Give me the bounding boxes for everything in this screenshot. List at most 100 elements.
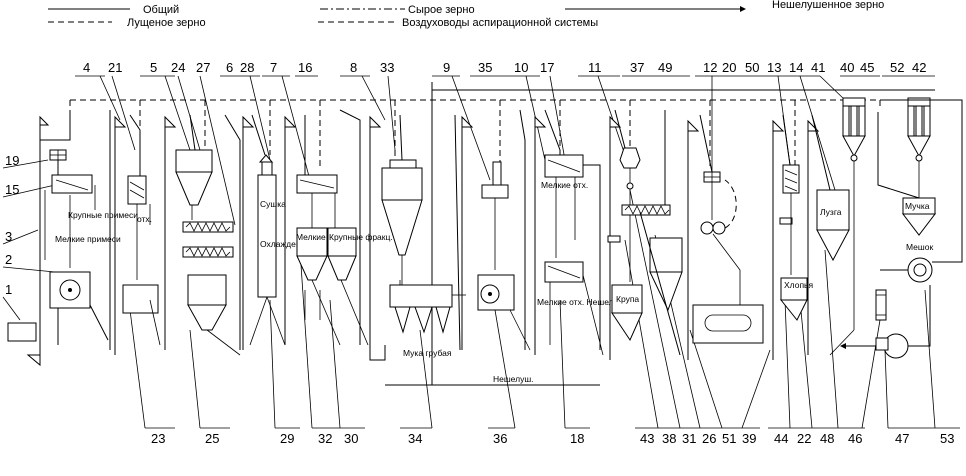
elevators xyxy=(26,115,820,367)
num-36: 36 xyxy=(493,431,507,446)
label-small-impurities: Мелкие примеси xyxy=(55,234,121,244)
legend-unhulled: Нешелушенное зерно xyxy=(772,0,884,11)
legend-arrow xyxy=(740,6,746,12)
num-52: 52 xyxy=(890,60,904,75)
num-35: 35 xyxy=(478,60,492,75)
num-21: 21 xyxy=(108,60,122,75)
label-small-waste: Мелкие отх. xyxy=(541,180,588,190)
legend-aspiration: Воздуховоды аспирационной системы xyxy=(402,17,598,29)
cyclone-37 xyxy=(619,147,641,169)
label-flour-coarse: Мука грубая xyxy=(403,348,452,358)
label-flakes: Хлопья xyxy=(784,280,813,290)
legend-raw-grain: Сырое зерно xyxy=(408,4,475,16)
huller-33 xyxy=(381,167,423,201)
num-1: 1 xyxy=(5,282,12,297)
num-41: 41 xyxy=(811,60,825,75)
num-46: 46 xyxy=(848,431,862,446)
bin-31 xyxy=(649,237,683,273)
top-number-labels: 4 21 5 24 27 6 28 7 16 8 33 9 35 10 17 1… xyxy=(75,60,935,226)
label-large-fraction: Крупные фракц. xyxy=(329,232,393,242)
num-22: 22 xyxy=(797,431,811,446)
label-cooling: Охлаждение xyxy=(260,239,310,249)
filter-47 xyxy=(875,289,887,321)
num-5: 5 xyxy=(150,60,157,75)
bottom-number-labels: 23 25 29 32 30 34 36 18 43 38 31 26 51 3… xyxy=(129,189,960,446)
num-44: 44 xyxy=(774,431,788,446)
num-25: 25 xyxy=(205,431,219,446)
num-6: 6 xyxy=(226,60,233,75)
num-23: 23 xyxy=(151,431,165,446)
num-43: 43 xyxy=(640,431,654,446)
label-small-waste-unhulled: Мелкие отх. Нешелуш. xyxy=(537,297,627,307)
num-27: 27 xyxy=(196,60,210,75)
num-34: 34 xyxy=(408,431,422,446)
num-50: 50 xyxy=(745,60,759,75)
label-groats: Крупа xyxy=(616,294,639,304)
num-49: 49 xyxy=(658,60,672,75)
label-otx-1: отх. xyxy=(137,214,152,224)
label-flour: Мучка xyxy=(905,201,930,211)
aspirator-34 xyxy=(389,284,453,308)
bin-groats xyxy=(611,284,643,314)
label-unhulled: Нешелуш. xyxy=(493,374,534,384)
num-45: 45 xyxy=(860,60,874,75)
num-39: 39 xyxy=(742,431,756,446)
num-37: 37 xyxy=(630,60,644,75)
screw-49 xyxy=(621,204,671,216)
flaker-51 xyxy=(692,304,764,344)
num-3: 3 xyxy=(5,229,12,244)
roller-left xyxy=(700,221,714,235)
num-17: 17 xyxy=(540,60,554,75)
num-15: 15 xyxy=(5,182,19,197)
sieve-35 xyxy=(481,184,509,199)
label-large-impurities: Крупные примеси xyxy=(68,210,138,220)
label-bag: Мешок xyxy=(906,242,933,252)
num-11: 11 xyxy=(588,60,602,75)
num-4: 4 xyxy=(83,60,90,75)
receiving-hopper xyxy=(7,322,37,342)
num-40: 40 xyxy=(840,60,854,75)
hopper-24 xyxy=(175,149,213,173)
num-13: 13 xyxy=(767,60,781,75)
bin-23 xyxy=(122,284,159,314)
label-husk: Лузга xyxy=(820,207,842,217)
flow-lines xyxy=(40,109,920,351)
num-32: 32 xyxy=(318,431,332,446)
num-18: 18 xyxy=(570,431,584,446)
num-14: 14 xyxy=(789,60,803,75)
aspiration-ducts xyxy=(69,82,935,386)
legend: Общий Сырое зерно Нешелушенное зерно Лущ… xyxy=(48,0,884,29)
num-30: 30 xyxy=(344,431,358,446)
cyclone-battery-40 xyxy=(842,135,866,158)
num-28: 28 xyxy=(240,60,254,75)
num-24: 24 xyxy=(171,60,185,75)
cyclone-battery-42 xyxy=(907,135,931,158)
num-42: 42 xyxy=(912,60,926,75)
num-7: 7 xyxy=(270,60,277,75)
left-number-labels: 19 15 3 2 1 xyxy=(2,153,56,321)
num-29: 29 xyxy=(280,431,294,446)
num-31: 31 xyxy=(682,431,696,446)
num-19: 19 xyxy=(5,153,19,168)
num-47: 47 xyxy=(895,431,909,446)
num-8: 8 xyxy=(350,60,357,75)
equipment: Крупные примеси Мелкие примеси отх. xyxy=(7,97,963,386)
label-drying: Сушка xyxy=(260,199,286,209)
legend-hulled: Лущеное зерно xyxy=(127,17,206,29)
num-33: 33 xyxy=(380,60,394,75)
num-53: 53 xyxy=(940,431,954,446)
num-16: 16 xyxy=(298,60,312,75)
dryer-column xyxy=(257,174,277,298)
roller-right xyxy=(712,221,726,235)
separator xyxy=(51,174,93,194)
num-20: 20 xyxy=(722,60,736,75)
num-12: 12 xyxy=(703,60,717,75)
num-2: 2 xyxy=(5,252,12,267)
num-26: 26 xyxy=(702,431,716,446)
num-10: 10 xyxy=(514,60,528,75)
num-48: 48 xyxy=(820,431,834,446)
legend-general: Общий xyxy=(143,4,179,16)
label-small-fraction: Мелкие фракц. xyxy=(296,232,356,242)
bin-25 xyxy=(187,274,227,306)
